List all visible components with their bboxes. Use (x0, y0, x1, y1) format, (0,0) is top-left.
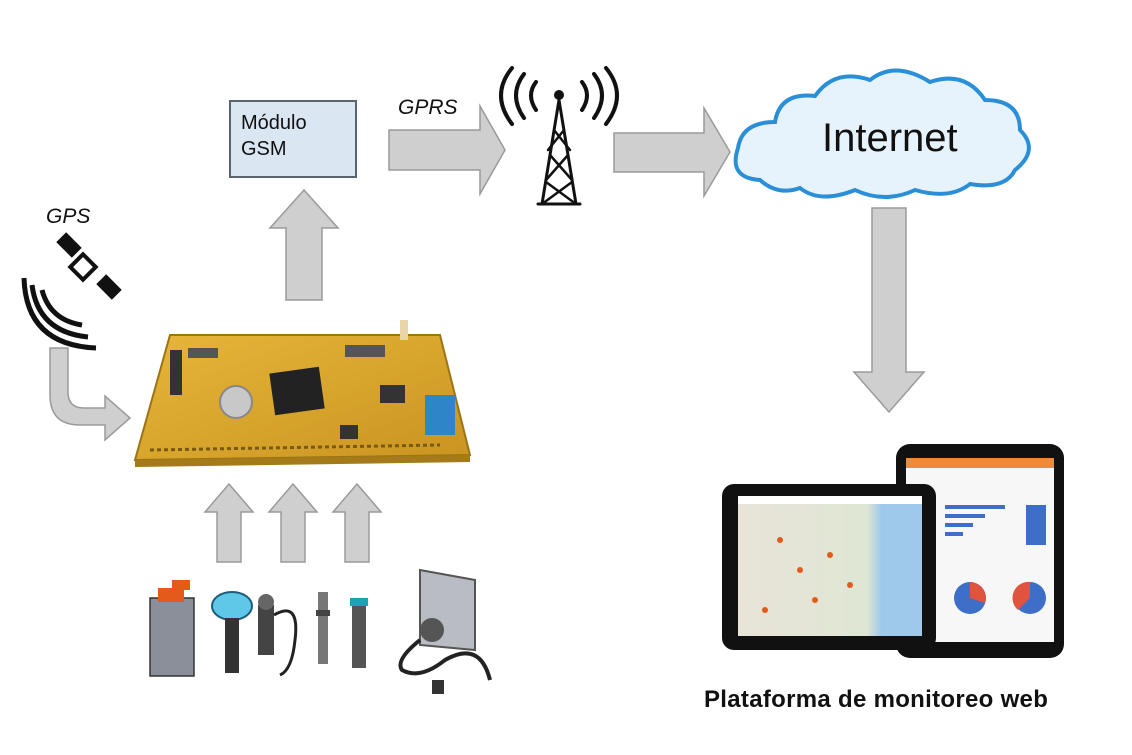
gsm-module-box: Módulo GSM (229, 100, 357, 178)
internet-label: Internet (822, 116, 958, 160)
arrow-gsm-to-tower (388, 103, 506, 197)
gsm-label-line2: GSM (241, 138, 287, 160)
tablets-image (722, 444, 1064, 658)
gprs-label: GPRS (398, 96, 458, 119)
arrow-tower-to-cloud (613, 105, 731, 199)
gps-label: GPS (46, 205, 91, 228)
arrow-sensor-3 (331, 482, 383, 563)
internet-cloud-icon (733, 68, 1031, 199)
arrow-gps-to-board (49, 347, 132, 442)
arrow-sensor-1 (203, 482, 255, 563)
platform-caption: Plataforma de monitoreo web (704, 686, 1049, 713)
gsm-label-line1: Módulo (241, 112, 307, 134)
board-image (133, 320, 472, 467)
sensors-image (149, 568, 492, 694)
arrow-cloud-to-platform (852, 207, 926, 414)
antenna-tower-icon (499, 66, 619, 206)
arrow-board-to-gsm (268, 188, 340, 301)
gps-satellite-icon (21, 232, 122, 351)
arrow-sensor-2 (267, 482, 319, 563)
